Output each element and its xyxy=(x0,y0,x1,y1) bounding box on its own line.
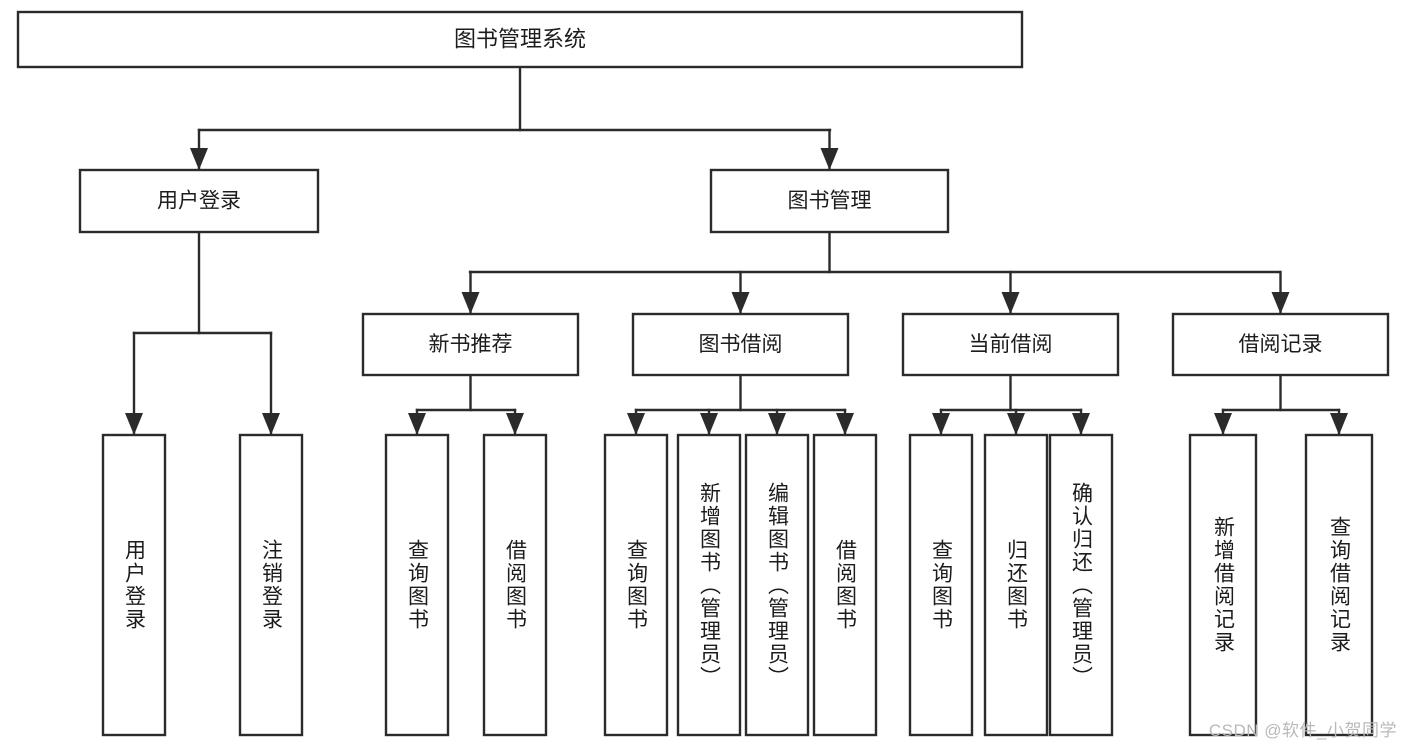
level3-node-box-3[interactable] xyxy=(1171,312,1390,377)
arrow-to-level3-1 xyxy=(731,292,750,314)
leaf-node-box-4[interactable] xyxy=(603,433,669,737)
level3-node-label-3: 借阅记录 xyxy=(1239,333,1323,356)
leaf-node-box-9[interactable] xyxy=(983,433,1049,737)
arrow-to-leaf-2-1 xyxy=(1007,413,1025,435)
level2-node-box-0[interactable] xyxy=(78,168,320,234)
arrow-to-leaf-0-1 xyxy=(506,413,524,435)
leaf-node-box-5[interactable] xyxy=(676,433,742,737)
level3-node-box-0[interactable] xyxy=(361,312,580,377)
level3-node-label-2: 当前借阅 xyxy=(969,333,1053,356)
arrow-user-login-leaf-1 xyxy=(262,413,280,435)
level2-node-label-1: 图书管理 xyxy=(788,190,872,213)
arrow-to-level2-0 xyxy=(190,148,208,170)
arrow-to-leaf-0-0 xyxy=(408,413,426,435)
level2-node-box-1[interactable] xyxy=(709,168,950,234)
arrow-to-level3-2 xyxy=(1001,292,1020,314)
arrow-to-leaf-3-1 xyxy=(1330,413,1348,435)
leaf-node-box-11[interactable] xyxy=(1188,433,1258,737)
boxes-layer xyxy=(16,10,1390,737)
arrow-to-leaf-1-2 xyxy=(768,413,786,435)
arrow-user-login-leaf-0 xyxy=(125,413,143,435)
leaf-node-box-0[interactable] xyxy=(101,433,167,737)
leaf-node-box-12[interactable] xyxy=(1304,433,1374,737)
arrow-to-level2-1 xyxy=(820,148,839,170)
level2-node-label-0: 用户登录 xyxy=(157,190,241,213)
leaf-node-box-3[interactable] xyxy=(482,433,548,737)
arrow-to-level3-0 xyxy=(461,292,480,314)
leaf-node-box-7[interactable] xyxy=(812,433,878,737)
leaf-node-box-2[interactable] xyxy=(384,433,450,737)
level3-node-box-2[interactable] xyxy=(901,312,1120,377)
connectors-layer xyxy=(125,65,1348,437)
arrow-to-leaf-1-0 xyxy=(627,413,645,435)
leaf-node-box-10[interactable] xyxy=(1048,433,1114,737)
level3-node-label-0: 新书推荐 xyxy=(429,333,513,356)
arrow-to-leaf-3-0 xyxy=(1214,413,1232,435)
arrow-to-leaf-2-2 xyxy=(1072,413,1090,435)
watermark-text: CSDN @软件_小贺同学 xyxy=(1208,721,1397,740)
level3-node-label-1: 图书借阅 xyxy=(699,333,783,356)
leaf-node-box-6[interactable] xyxy=(744,433,810,737)
root-node-label: 图书管理系统 xyxy=(454,26,586,51)
arrow-to-level3-3 xyxy=(1271,292,1290,314)
arrow-to-leaf-1-3 xyxy=(836,413,854,435)
arrow-to-leaf-1-1 xyxy=(700,413,718,435)
root-node-box[interactable] xyxy=(16,10,1024,69)
leaf-node-box-1[interactable] xyxy=(238,433,304,737)
level3-node-box-1[interactable] xyxy=(631,312,850,377)
leaf-node-box-8[interactable] xyxy=(908,433,974,737)
arrow-to-leaf-2-0 xyxy=(932,413,950,435)
